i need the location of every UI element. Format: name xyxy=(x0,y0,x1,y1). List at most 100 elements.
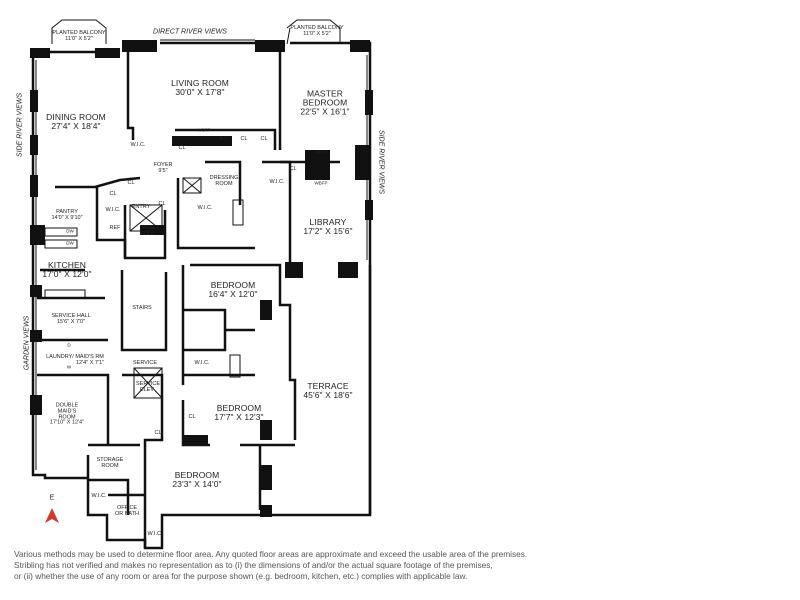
room-dims: 22'5" X 16'1" xyxy=(300,106,350,117)
room-name: DOUBLE xyxy=(55,402,79,409)
room-name: ROOM xyxy=(215,181,233,187)
room-name: TERRACE xyxy=(307,381,349,392)
wic-label: W.I.C. xyxy=(147,531,163,538)
cl-label: CL xyxy=(158,201,166,208)
room-name: BEDROOM xyxy=(174,470,220,481)
cl-label: CL xyxy=(127,180,135,187)
room-name: LIBRARY xyxy=(309,217,347,228)
wic-label: W.I.C. xyxy=(194,360,210,367)
room-dims: 30'0" X 17'8" xyxy=(175,87,225,97)
cl-label: CL xyxy=(109,191,117,198)
room-entry: ENTRY xyxy=(131,204,151,211)
room-name: KITCHEN xyxy=(47,260,86,271)
room-name: ROOM xyxy=(101,463,119,469)
wbfp-label: WBFP xyxy=(314,180,328,186)
view-label-left: SIDE RIVER VIEWS xyxy=(16,92,24,158)
room-name: PLANTED BALCONY xyxy=(52,30,106,37)
room-name: MAID'S xyxy=(57,408,77,415)
wic-label: W.I.C. xyxy=(197,205,213,212)
wbfp-label: WBFP xyxy=(314,149,328,155)
room-name: ROOM xyxy=(58,414,76,420)
wic-label: W.I.C. xyxy=(105,207,121,214)
room-name: OFFICE xyxy=(116,505,138,512)
room-name: BEDROOM xyxy=(210,280,256,291)
cl-label: CL xyxy=(178,145,186,152)
ac-label: A/C xyxy=(219,136,229,143)
compass-arrow xyxy=(45,508,59,523)
room-dims: 27'4" X 18'4" xyxy=(51,121,101,131)
wic-label: W.I.C. xyxy=(130,142,146,149)
room-name: LIVING ROOM xyxy=(171,78,229,89)
room-dims: 12'4" X 7'1" xyxy=(75,360,105,366)
view-label-top: DIRECT RIVER VIEWS xyxy=(153,28,227,36)
room-name: PANTRY xyxy=(56,209,78,216)
room-stairs: STAIRS xyxy=(132,305,152,312)
room-dims: 17'2" X 15'6" xyxy=(303,226,353,236)
room-dims: 15'6" X 7'0" xyxy=(56,319,86,325)
compass-label: E xyxy=(49,494,55,502)
disclaimer-line: or (ii) whether the use of any room or a… xyxy=(14,571,468,581)
wic-label: W.I.C. xyxy=(269,179,285,186)
cl-label: CL xyxy=(289,166,297,173)
room-name: MASTER xyxy=(306,88,344,99)
room-name: BEDROOM xyxy=(216,403,262,414)
room-name: FOYER xyxy=(153,162,173,169)
view-label-right: SIDE RIVER VIEWS xyxy=(377,129,385,195)
room-dims: 9'5" xyxy=(158,168,168,174)
room-dims: 14'0" X 9'10" xyxy=(51,215,83,221)
room-dims: 11'0" X 5'2" xyxy=(303,31,331,37)
dw-label: DW xyxy=(66,228,74,234)
fixtures xyxy=(35,19,368,470)
room-name: BEDROOM xyxy=(302,97,348,108)
ref-label: REF xyxy=(109,225,121,232)
room-name: DRESSING xyxy=(209,175,239,182)
room-dims: 17'10" X 12'4" xyxy=(49,419,85,426)
dw-label: DW xyxy=(66,240,74,246)
room-pass-elev: PASS ELEV xyxy=(139,225,155,237)
room-name: OR BATH xyxy=(114,511,140,517)
room-dims: 17'7" X 12'3" xyxy=(214,412,264,422)
room-name: DINING ROOM xyxy=(46,112,106,123)
room-dims: 23'3" X 14'0" xyxy=(172,479,222,489)
room-dims: 16'4" X 12'0" xyxy=(208,289,258,299)
wic-label: W.I.C. xyxy=(91,493,107,500)
wbfp-label: WBFP xyxy=(197,127,211,133)
room-service-elev: SERVICE ELEV xyxy=(136,381,161,393)
cl-label: CL xyxy=(240,136,248,143)
cl-label: CL xyxy=(154,430,162,437)
room-service: SERVICE xyxy=(132,360,158,367)
room-name: SERVICE HALL xyxy=(51,313,91,320)
room-dims: 11'0" X 5'2" xyxy=(65,36,93,42)
disclaimer-line: Stribling has not verified and makes no … xyxy=(14,560,493,570)
cl-label: CL xyxy=(188,414,196,421)
washer-label: W xyxy=(66,364,72,370)
room-dims: 45'6" X 18'6" xyxy=(303,390,353,400)
room-name: STORAGE xyxy=(96,457,124,464)
room-name: LAUNDRY/ MAID'S RM xyxy=(46,354,104,361)
disclaimer-line: Various methods may be used to determine… xyxy=(14,549,528,559)
room-name: PLANTED BALCONY xyxy=(290,25,344,32)
dryer-label: D xyxy=(67,342,71,348)
cl-label: CL xyxy=(260,136,268,143)
walls xyxy=(31,41,372,550)
wall-columns xyxy=(30,40,373,517)
view-label-garden: GARDEN VIEWS xyxy=(23,315,31,371)
